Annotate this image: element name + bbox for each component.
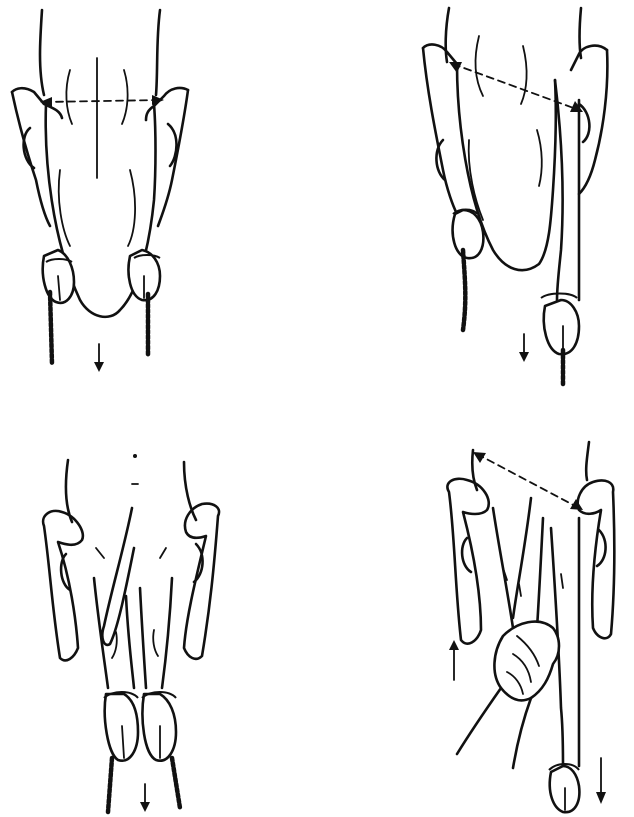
push-arrow-up <box>449 640 459 650</box>
hip-left <box>12 92 50 226</box>
rope-left <box>50 292 52 364</box>
calf-body-outline <box>446 8 581 62</box>
brow-left <box>476 36 483 96</box>
hip-right <box>579 50 607 194</box>
panel-top-right <box>317 0 634 408</box>
rope-left <box>108 758 112 812</box>
rope-left <box>463 250 465 330</box>
measure-arrow-left <box>449 62 462 73</box>
tail <box>102 508 134 645</box>
assisting-hand <box>494 622 559 701</box>
brow-right <box>521 46 527 104</box>
hind-leg-folded <box>493 508 543 628</box>
pull-arrow-down <box>140 802 150 812</box>
pelvis-right <box>184 504 219 659</box>
pull-arrow-down <box>596 792 606 804</box>
tail-dot <box>133 454 137 458</box>
brow-right <box>122 70 128 124</box>
panel-bottom-left <box>0 408 317 817</box>
leg-dash-2 <box>561 574 563 588</box>
calf-body-outline <box>40 10 160 95</box>
rump-dash-right <box>160 548 166 558</box>
rope-right <box>172 758 180 808</box>
hock-right <box>153 630 158 656</box>
pull-arrow-down <box>519 352 529 362</box>
pull-arrow-down <box>94 362 104 372</box>
cheek-left <box>59 170 70 246</box>
panel-top-left <box>0 0 317 408</box>
pelvis-left <box>447 479 488 644</box>
cheek-right <box>128 170 135 246</box>
rump-dash-left <box>96 548 104 558</box>
hoof-folded <box>453 210 484 258</box>
pelvis-outline <box>12 88 188 120</box>
hind-leg-right <box>140 578 172 688</box>
brow-left <box>66 70 72 124</box>
panel-bottom-right <box>317 408 634 817</box>
measure-line <box>477 454 579 508</box>
measure-line <box>44 100 160 102</box>
pelvis-right <box>578 480 615 638</box>
cheek-right <box>537 130 542 186</box>
rope-right-loop <box>541 294 577 299</box>
leg-extended <box>555 80 579 300</box>
hip-left <box>423 48 457 214</box>
hip-right <box>158 90 188 226</box>
hoof-extended <box>544 300 579 354</box>
measure-line <box>453 64 579 110</box>
pelvis-left <box>43 511 83 660</box>
tail <box>513 498 531 618</box>
leg-dash-3 <box>519 584 521 596</box>
